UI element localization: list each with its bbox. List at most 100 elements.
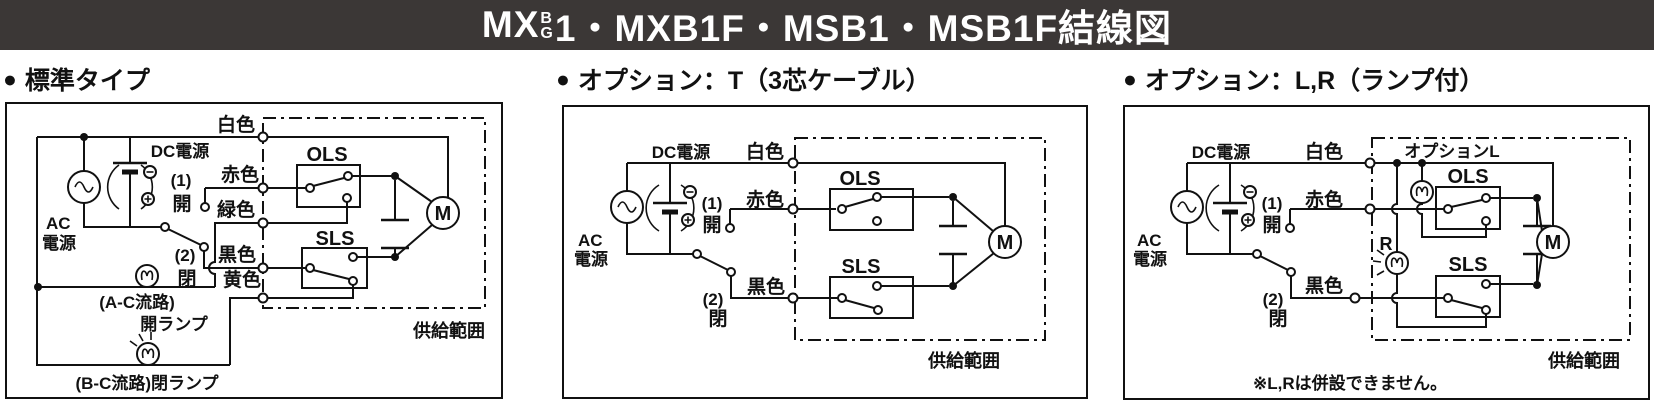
title-suffix: 1・MXB1F・MSB1・MSB1F結線図 (554, 8, 1173, 49)
wires (36, 136, 449, 366)
ac-source (610, 190, 644, 224)
supply-range-box (262, 117, 486, 309)
wire-label-green: 緑色 (217, 198, 255, 221)
wire-terminals (1349, 157, 1376, 304)
motor-label: M (997, 232, 1014, 254)
ac-label-1: AC (578, 231, 603, 250)
section-title: 標準タイプ (24, 67, 150, 95)
sls-label: SLS (316, 228, 355, 250)
lamp-r-label: R (1380, 234, 1393, 254)
dc-battery (1205, 184, 1257, 232)
open-lamp-label: 開ランプ (140, 314, 208, 334)
junction-dots (34, 133, 399, 291)
sls-limit-switch (301, 247, 368, 289)
minus-terminal-icon (683, 185, 697, 199)
motor: M (1536, 225, 1570, 259)
switch-close-label: 閉 (177, 268, 196, 290)
ac-label-1: AC (46, 214, 71, 233)
section-header-standard: ● 標準タイプ (3, 61, 150, 97)
switch-pos1-label: (1) (171, 171, 192, 190)
dc-battery (106, 161, 157, 210)
wire-label-red: 赤色 (746, 188, 784, 211)
plus-terminal-icon (681, 213, 695, 227)
open-lamp-icon (135, 264, 159, 288)
dc-power-label: DC電源 (151, 141, 210, 161)
switch-pos2-label: (2) (175, 246, 196, 265)
ac-label-1: AC (1137, 231, 1162, 250)
dc-battery (645, 184, 697, 232)
dc-power-label: DC電源 (1192, 142, 1251, 162)
wire-label-red: 赤色 (1305, 188, 1343, 211)
wires (626, 162, 1006, 299)
supply-range-box (794, 137, 1046, 341)
circuit-option-t: M DC電源 AC 電源 (1) 開 (2) 閉 白色 赤色 黒色 OLS SL… (574, 137, 1046, 371)
selector-switch (692, 223, 736, 277)
switch-close-label: 閉 (1268, 308, 1287, 330)
motor: M (426, 196, 460, 230)
wire-label-black: 黒色 (218, 243, 256, 266)
switch-pos1-label: (1) (702, 194, 723, 213)
capacitor (381, 218, 409, 250)
ols-limit-switch (1435, 186, 1501, 230)
ols-label: OLS (306, 144, 347, 166)
supply-range-box (1371, 137, 1631, 341)
switch-open-label: 開 (172, 193, 191, 215)
option-l-label: オプションL (1404, 141, 1499, 161)
title-stack-top: B (540, 9, 553, 27)
wire-label-red: 赤色 (221, 163, 259, 186)
panel-option-t: M DC電源 AC 電源 (1) 開 (2) 閉 白色 赤色 黒色 OLS SL… (562, 105, 1088, 399)
bullet-icon: ● (3, 65, 17, 92)
close-lamp-icon (129, 332, 160, 366)
ac-source (1170, 190, 1204, 224)
bullet-icon: ● (556, 65, 570, 92)
section-title: オプション：L,R（ランプ付） (1144, 67, 1485, 95)
wire-label-white: 白色 (1305, 140, 1343, 163)
wire-label-black: 黒色 (1305, 274, 1343, 297)
capacitor (939, 224, 967, 256)
sls-limit-switch (829, 276, 914, 319)
title-prefix: MX (481, 4, 540, 45)
lamp-r-icon (1372, 249, 1409, 276)
minus-terminal-icon (1243, 185, 1257, 199)
circuit-option-lr: M DC電源 AC 電源 (1) 開 (2) 閉 白色 赤色 (1133, 137, 1631, 393)
supply-range-label: 供給範囲 (927, 350, 1000, 371)
wire-label-white: 白色 (217, 113, 255, 136)
wire-label-white: 白色 (746, 140, 784, 163)
switch-close-label: 閉 (708, 308, 727, 330)
plus-terminal-icon (141, 192, 155, 206)
ols-limit-switch (829, 188, 914, 231)
supply-range-label: 供給範囲 (412, 320, 485, 341)
open-lamp-path-label: (A-C流路) (99, 292, 175, 312)
sls-label: SLS (1449, 254, 1488, 276)
junction-dots (949, 193, 957, 290)
selector-switch (160, 202, 210, 252)
panel-standard: M DC電源 AC 電源 (1) (5, 102, 503, 399)
sls-label: SLS (842, 256, 881, 278)
ac-label-2: 電源 (42, 233, 76, 253)
section-header-option-lr: ● オプション：L,R（ランプ付） (1123, 61, 1484, 97)
switch-pos2-label: (2) (1263, 290, 1284, 309)
plus-terminal-icon (1241, 213, 1255, 227)
sls-limit-switch (1435, 275, 1501, 318)
lamp-l-icon (1410, 180, 1434, 204)
switch-open-label: 開 (1262, 214, 1281, 236)
wire-label-black: 黒色 (747, 275, 785, 298)
ols-label: OLS (839, 168, 880, 190)
junction-dots (1393, 159, 1541, 289)
wire-terminals (787, 157, 799, 304)
minus-terminal-icon (143, 165, 157, 179)
title-stack-bottom: G (540, 25, 554, 42)
ols-limit-switch (296, 164, 361, 208)
section-title: オプション：T（3芯ケーブル） (577, 67, 931, 95)
close-lamp-label: (B-C流路)閉ランプ (75, 373, 219, 393)
bullet-icon: ● (1123, 65, 1137, 92)
supply-range-label: 供給範囲 (1547, 350, 1620, 371)
wire-label-yellow: 黄色 (223, 268, 261, 291)
switch-pos2-label: (2) (703, 290, 724, 309)
wire-terminals (257, 131, 269, 304)
switch-pos1-label: (1) (1262, 194, 1283, 213)
wires (1186, 162, 1554, 328)
